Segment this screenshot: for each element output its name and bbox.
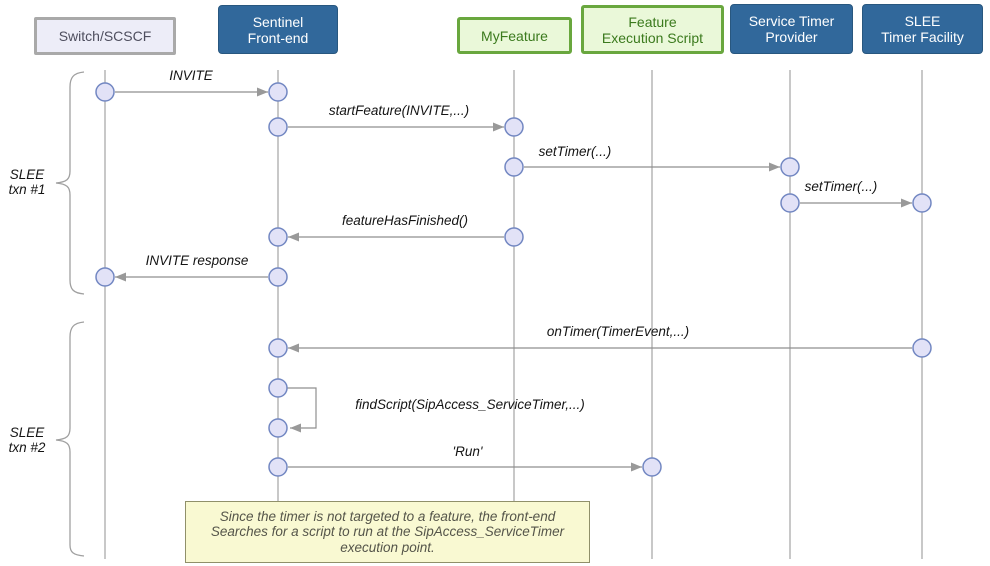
message-label-invite: INVITE [169,68,213,83]
message-label-start-feature: startFeature(INVITE,...) [328,103,470,118]
participant-myfeature: MyFeature [457,17,572,54]
participant-label: Service Timer Provider [748,13,835,45]
endpoint-run-dst [642,457,662,477]
endpoint-set-timer-1-dst [780,157,800,177]
message-label-set-timer-1: setTimer(...) [538,144,612,159]
endpoint-invite-src [95,82,115,102]
participant-label: Feature Execution Script [601,13,704,46]
endpoint-set-timer-2-dst [912,193,932,213]
endpoint-start-feature-src [268,117,288,137]
endpoint-start-feature-dst [504,117,524,137]
endpoint-on-timer-dst [268,338,288,358]
participant-label: Switch/SCSCF [58,28,152,44]
message-label-invite-response: INVITE response [145,253,249,268]
participant-feature-execution-script: Feature Execution Script [581,5,724,54]
endpoint-find-script-dst [268,418,288,438]
endpoint-invite-response-dst [95,267,115,287]
message-label-run: 'Run' [452,444,483,459]
note-box: Since the timer is not targeted to a fea… [185,501,590,563]
participant-sentinel-frontend: Sentinel Front-end [218,5,338,54]
participant-label: SLEE Timer Facility [881,13,964,45]
brace-slee-txn-1 [55,71,85,295]
endpoint-set-timer-2-src [780,193,800,213]
endpoint-run-src [268,457,288,477]
message-label-feature-has-finished: featureHasFinished() [341,213,469,228]
participant-label: MyFeature [481,27,548,44]
endpoint-set-timer-1-src [504,157,524,177]
message-endpoints [95,82,932,477]
participant-label: Sentinel Front-end [247,13,309,46]
endpoint-feature-has-finished-src [504,227,524,247]
endpoint-invite-response-src [268,267,288,287]
group-label-slee-txn-2: SLEE txn #2 [8,425,46,455]
arrow-find-script-self [287,387,317,433]
group-label-slee-txn-1: SLEE txn #1 [8,167,46,197]
brace-slee-txn-2 [55,321,85,557]
note-text: Since the timer is not targeted to a fea… [210,508,565,555]
endpoint-on-timer-src [912,338,932,358]
endpoint-feature-has-finished-dst [268,227,288,247]
participant-switch-scscf: Switch/SCSCF [34,17,176,55]
participant-slee-timer-facility: SLEE Timer Facility [862,4,983,54]
participant-service-timer-provider: Service Timer Provider [730,4,853,54]
endpoint-invite-dst [268,82,288,102]
message-label-on-timer: onTimer(TimerEvent,...) [546,324,690,339]
endpoint-find-script-src [268,378,288,398]
message-label-set-timer-2: setTimer(...) [804,179,878,194]
message-label-find-script: findScript(SipAccess_ServiceTimer,...) [355,397,585,412]
